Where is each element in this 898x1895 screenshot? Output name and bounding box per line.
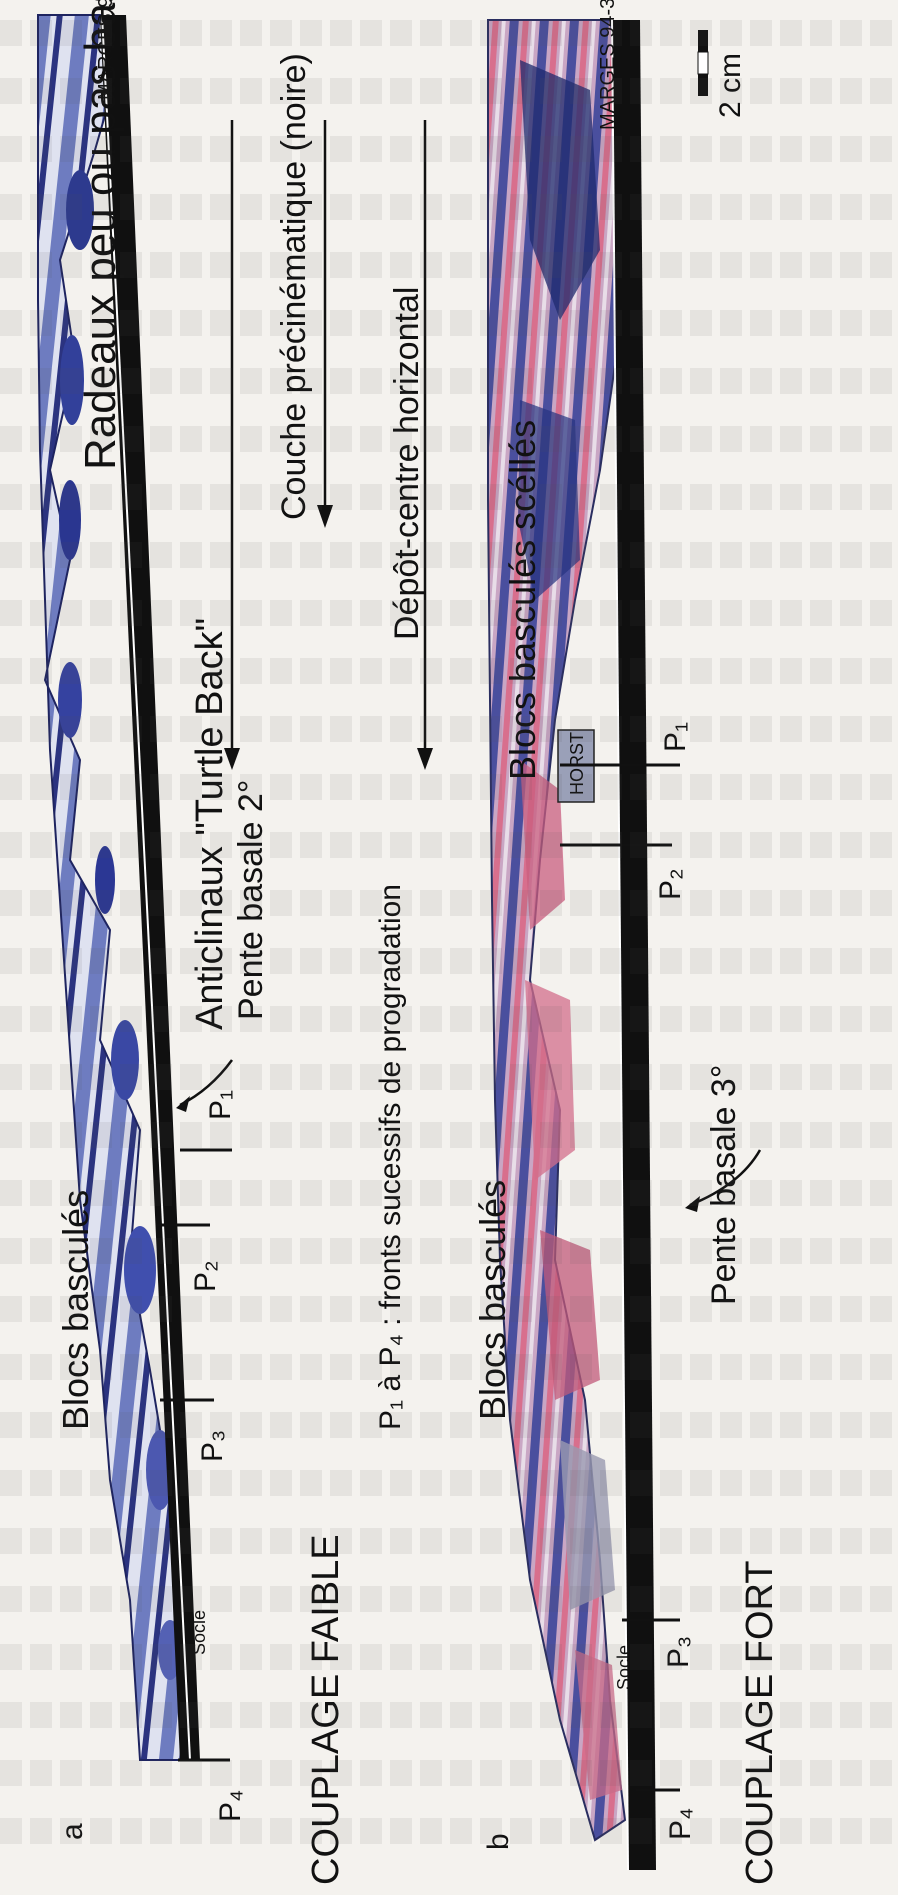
label-depot: Dépôt-centre horizontal (388, 287, 426, 640)
raft-block (59, 480, 81, 560)
caption-couplage-fort: COUPLAGE FORT (739, 1561, 781, 1885)
label-pente-a: Pente basale 2° (232, 780, 270, 1020)
caption-couplage-faible: COUPLAGE FAIBLE (305, 1534, 347, 1885)
marker-p1-b: P₁ (659, 722, 692, 752)
panel-letter-a: a (56, 1823, 89, 1840)
label-blocs-scelles: Blocs basculés scéllés (502, 420, 543, 780)
scale-bar (698, 30, 708, 96)
panel-letter-b: b (482, 1833, 515, 1850)
label-scale: 2 cm (714, 53, 747, 118)
label-blocs-b: Blocs basculés (472, 1180, 513, 1420)
marker-p4-b: P₄ (664, 1808, 697, 1840)
marker-p4-a: P₄ (214, 1790, 247, 1822)
label-couche: Couche précinématique (noire) (275, 53, 313, 520)
raft-block (95, 846, 115, 914)
marker-p3-a: P₃ (196, 1430, 229, 1462)
marker-p2-a: P₂ (189, 1260, 222, 1292)
tilted-block (124, 1226, 156, 1314)
raft-block (58, 662, 82, 738)
label-fronts: P₁ à P₄ : fronts sucessifs de progradati… (374, 884, 407, 1430)
label-anticlinaux: Anticlinaux "Turtle Back" (189, 618, 231, 1030)
label-socle-a: Socle (189, 1610, 209, 1655)
label-pente-b: Pente basale 3° (705, 1065, 743, 1305)
label-horst: HORST (567, 732, 587, 795)
marker-p3-b: P₃ (662, 1636, 695, 1668)
label-blocs-a: Blocs basculés (55, 1190, 96, 1430)
label-marges-a: MARGES 94-33 (95, 0, 117, 100)
label-marges-b: MARGES 94-35 (597, 0, 619, 130)
marker-p2-b: P₂ (654, 868, 687, 900)
raft-block (111, 1020, 139, 1100)
panel-b-model (488, 20, 656, 1870)
basal-slope-b (612, 20, 656, 1870)
marker-p1-a: P₁ (204, 1090, 237, 1120)
label-socle-b: Socle (614, 1645, 634, 1690)
